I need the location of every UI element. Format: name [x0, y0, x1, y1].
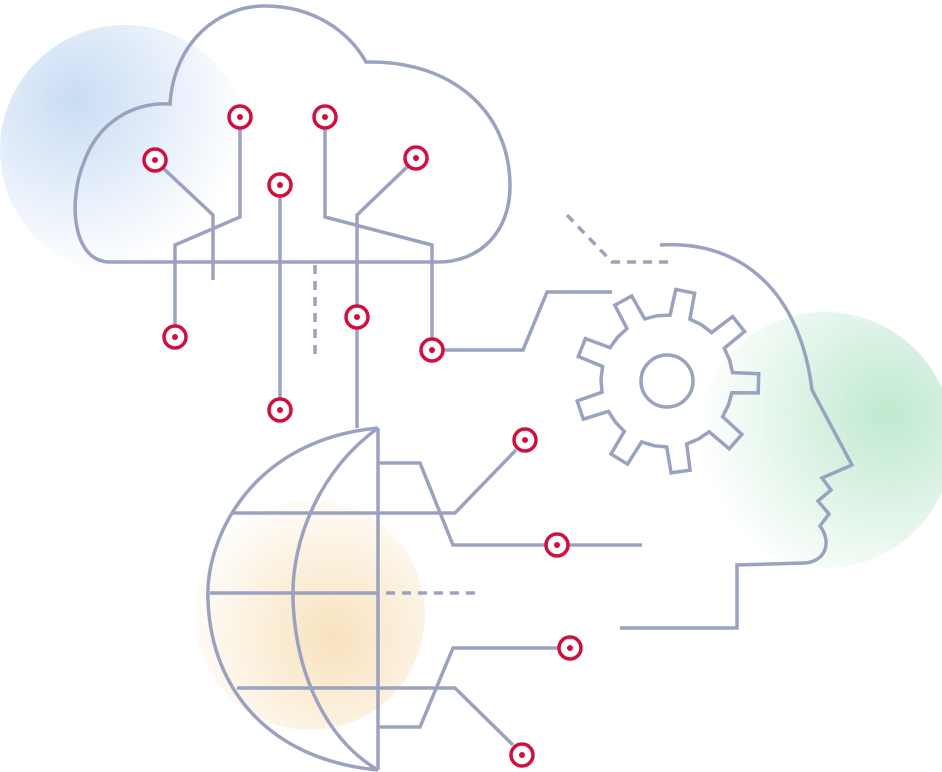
globe-latitude — [232, 448, 518, 515]
node-dot — [429, 347, 435, 353]
circuit-node-icon — [344, 304, 370, 330]
node-dot — [567, 645, 573, 651]
circuit-node-icon — [312, 104, 338, 130]
gear-hub — [639, 353, 695, 409]
circuit-node-icon — [227, 104, 253, 130]
circuit-node-icon — [162, 324, 188, 350]
node-dot — [277, 407, 283, 413]
circuit-trace — [444, 290, 612, 352]
circuit-node-icon — [142, 147, 168, 173]
blue-glow-blob — [0, 25, 250, 275]
circuit-node-icon — [557, 635, 583, 661]
gear-icon — [574, 287, 761, 475]
globe-inner-arc — [291, 426, 380, 772]
circuit-trace — [323, 129, 434, 338]
circuit-trace — [378, 461, 545, 547]
circuit-node-icon — [509, 742, 535, 768]
head-profile-outline — [620, 242, 855, 630]
circuit-node-icon — [512, 427, 538, 453]
node-dot — [322, 114, 328, 120]
node-dot — [152, 157, 158, 163]
green-glow-blob — [697, 312, 942, 568]
cloud-outline — [73, 4, 512, 264]
circuit-node-icon — [267, 172, 293, 198]
circuit-node-icon — [544, 532, 570, 558]
node-dot — [554, 542, 560, 548]
dashed-trace — [565, 213, 672, 264]
node-dot — [354, 314, 360, 320]
node-dot — [237, 114, 243, 120]
circuit-node-icon — [267, 397, 293, 423]
node-dot — [413, 155, 419, 161]
orange-glow-blob — [195, 500, 425, 730]
globe-outer-arc — [206, 426, 379, 772]
circuit-trace — [378, 646, 558, 729]
node-dot — [277, 182, 283, 188]
node-dot — [522, 437, 528, 443]
circuit-node-icon — [403, 145, 429, 171]
circuit-trace — [161, 166, 215, 280]
node-dot — [172, 334, 178, 340]
circuit-trace — [173, 129, 242, 325]
globe-latitude — [237, 686, 515, 747]
circuit-trace — [355, 164, 410, 305]
circuit-node-icon — [419, 337, 445, 363]
node-dot — [519, 752, 525, 758]
